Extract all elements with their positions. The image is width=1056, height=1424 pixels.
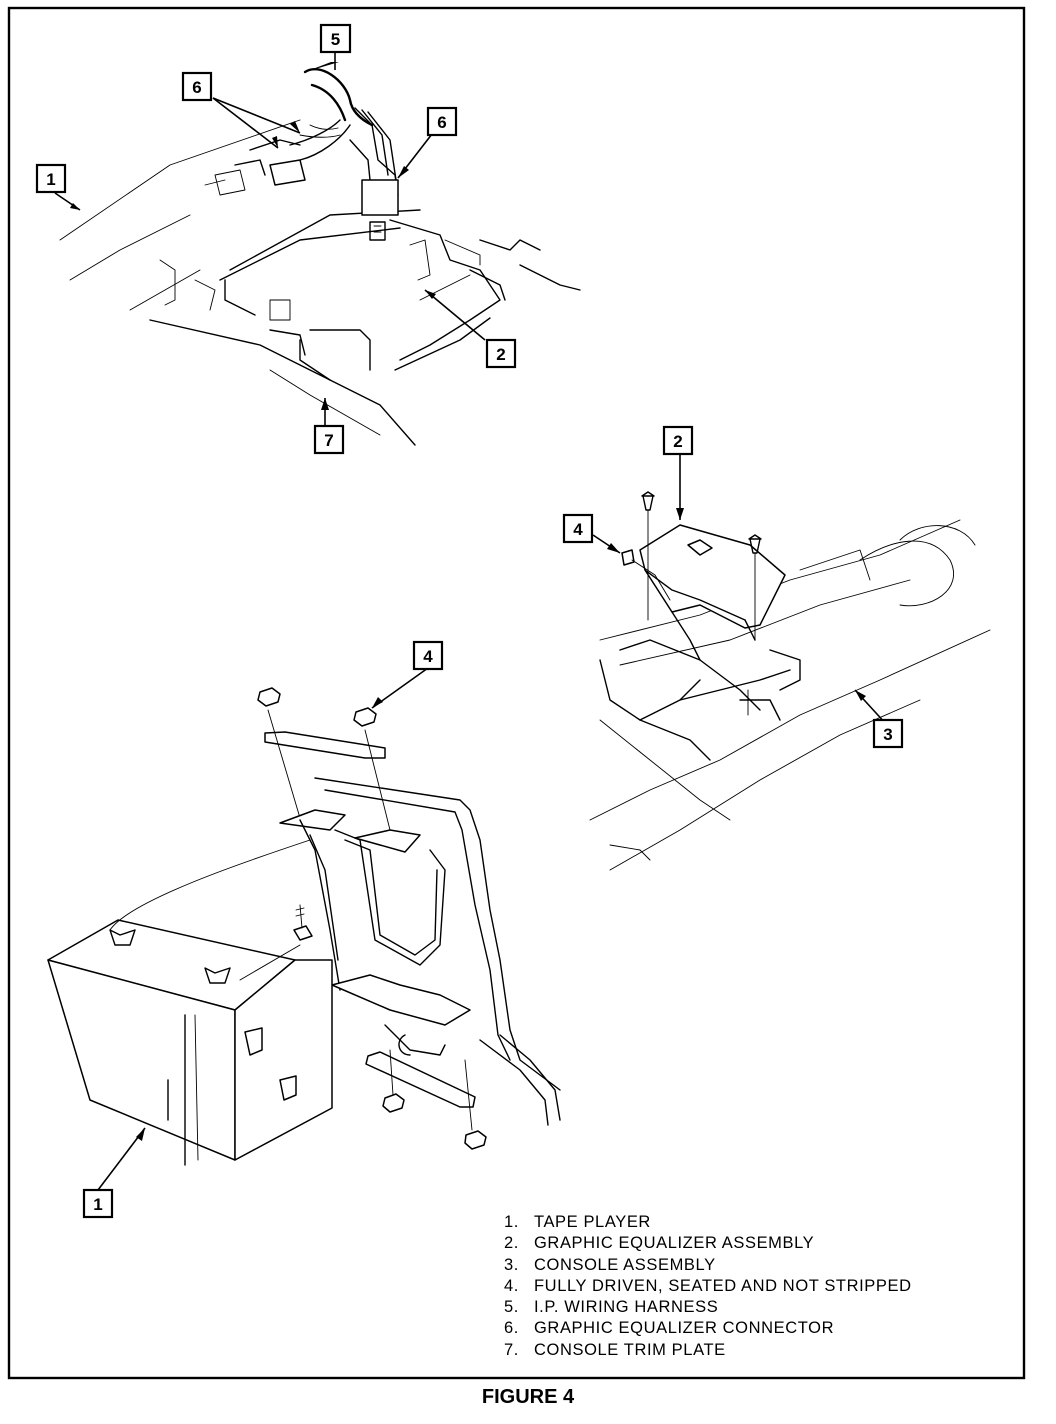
legend-item-number: 7.: [504, 1340, 519, 1359]
legend-item-text: GRAPHIC EQUALIZER CONNECTOR: [534, 1319, 835, 1338]
legend-item-number: 5.: [504, 1298, 519, 1317]
callout-4-right: 4: [562, 513, 594, 544]
callout-number: 5: [331, 30, 340, 49]
figure-caption: FIGURE 4: [481, 1386, 575, 1408]
callout-7: 7: [313, 424, 345, 455]
callout-number: 1: [93, 1195, 102, 1214]
callout-2-right: 2: [662, 425, 694, 456]
callout-6-left: 6: [181, 71, 213, 102]
legend-item-number: 4.: [504, 1276, 519, 1295]
legend-item-number: 2.: [504, 1234, 519, 1253]
callout-number: 3: [883, 725, 892, 744]
callout-6-right: 6: [426, 106, 458, 137]
legend-item-text: TAPE PLAYER: [534, 1213, 651, 1231]
callout-5: 5: [319, 23, 352, 54]
bottom-view-illustration: [47, 687, 561, 1166]
callout-1-top: 1: [35, 163, 67, 194]
legend-item: 3. CONSOLE ASSEMBLY: [504, 1255, 912, 1276]
legend-item: 2. GRAPHIC EQUALIZER ASSEMBLY: [504, 1233, 912, 1254]
callout-number: 2: [673, 432, 682, 451]
page-frame: [7, 6, 1026, 1380]
callout-2-top: 2: [485, 338, 517, 369]
legend-item-text: GRAPHIC EQUALIZER ASSEMBLY: [534, 1234, 815, 1253]
callout-number: 2: [496, 345, 505, 364]
callout-number: 6: [437, 113, 446, 132]
callout-number: 1: [46, 170, 55, 189]
legend-item-number: 1.: [504, 1213, 519, 1231]
legend-item: 7. CONSOLE TRIM PLATE: [504, 1340, 912, 1361]
legend-item: 1. TAPE PLAYER: [504, 1212, 912, 1233]
callout-1-bottom: 1: [82, 1188, 114, 1219]
legend-item-number: 3.: [504, 1255, 519, 1274]
callout-number: 4: [423, 647, 433, 666]
legend-item: 6. GRAPHIC EQUALIZER CONNECTOR: [504, 1318, 912, 1339]
legend-item: 5. I.P. WIRING HARNESS: [504, 1297, 912, 1318]
callout-number: 4: [573, 520, 583, 539]
legend-item-number: 6.: [504, 1319, 519, 1338]
callout-3: 3: [872, 718, 904, 749]
callout-4-bottom: 4: [412, 640, 444, 671]
legend-item: 4. FULLY DRIVEN, SEATED AND NOT STRIPPED: [504, 1276, 912, 1297]
legend-item-text: CONSOLE TRIM PLATE: [534, 1340, 726, 1359]
callout-number: 7: [324, 431, 333, 450]
leader-arrowheads: [70, 62, 866, 1141]
parts-legend: 1. TAPE PLAYER 2. GRAPHIC EQUALIZER ASSEMB…: [504, 1212, 912, 1361]
legend-item-text: CONSOLE ASSEMBLY: [534, 1255, 716, 1274]
callout-number: 6: [192, 78, 201, 97]
legend-item-text: FULLY DRIVEN, SEATED AND NOT STRIPPED: [534, 1276, 912, 1295]
legend-item-text: I.P. WIRING HARNESS: [534, 1298, 719, 1317]
right-view-illustration: [589, 491, 991, 871]
top-view-illustration: [59, 68, 581, 446]
